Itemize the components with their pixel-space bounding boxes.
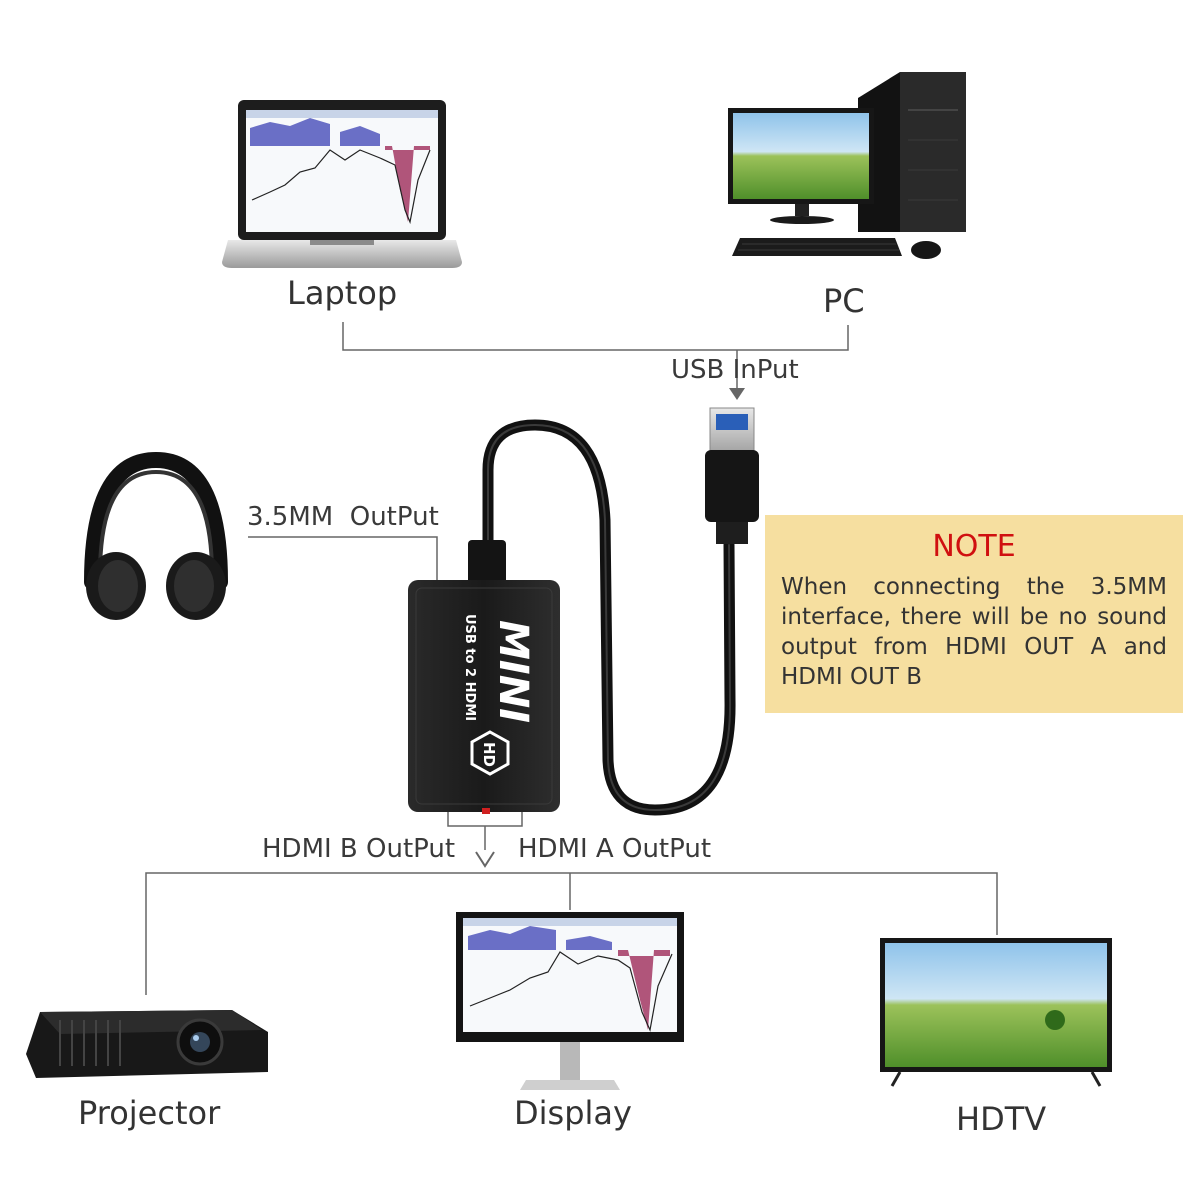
hdmi-a-output-label: HDMI A OutPut <box>518 834 712 864</box>
adapter-model: USB to 2 HDMI <box>462 614 477 721</box>
hdtv-label: HDTV <box>956 1100 1047 1138</box>
keyboard-icon <box>732 238 902 256</box>
audio-output-label: 3.5MM OutPut <box>247 502 439 532</box>
usb-plug-icon <box>705 407 759 544</box>
bottom-connector-lines <box>145 812 998 995</box>
laptop-icon <box>222 100 462 268</box>
usb-cable <box>482 419 736 816</box>
monitor-icon <box>728 108 874 224</box>
hdmi-b-output-label: HDMI B OutPut <box>262 834 456 864</box>
projector-icon <box>26 1010 268 1078</box>
display-label: Display <box>514 1094 632 1132</box>
adapter-logo: HD <box>480 742 498 767</box>
note-title: NOTE <box>932 529 1016 564</box>
mouse-icon <box>911 241 941 259</box>
adapter-icon: MINI USB to 2 HDMI HD <box>408 540 560 814</box>
headphones-icon <box>84 451 228 620</box>
arrow-down-icon <box>475 851 495 868</box>
usb-input-label: USB InPut <box>671 355 799 385</box>
laptop-label: Laptop <box>287 274 398 312</box>
projector-label: Projector <box>78 1094 221 1132</box>
note-box: NOTE When connecting the 3.5MM interface… <box>765 515 1183 713</box>
pc-label: PC <box>823 282 865 320</box>
pc-icon <box>728 72 966 259</box>
audio-connector-line <box>248 536 438 580</box>
display-icon <box>456 912 684 1090</box>
adapter-brand: MINI <box>490 620 536 723</box>
usb-arrow-icon <box>729 388 745 400</box>
pc-tower-icon <box>858 72 966 232</box>
top-connector-lines <box>342 322 849 392</box>
hdtv-icon <box>880 938 1112 1087</box>
note-text: When connecting the 3.5MM interface, the… <box>781 574 1167 690</box>
